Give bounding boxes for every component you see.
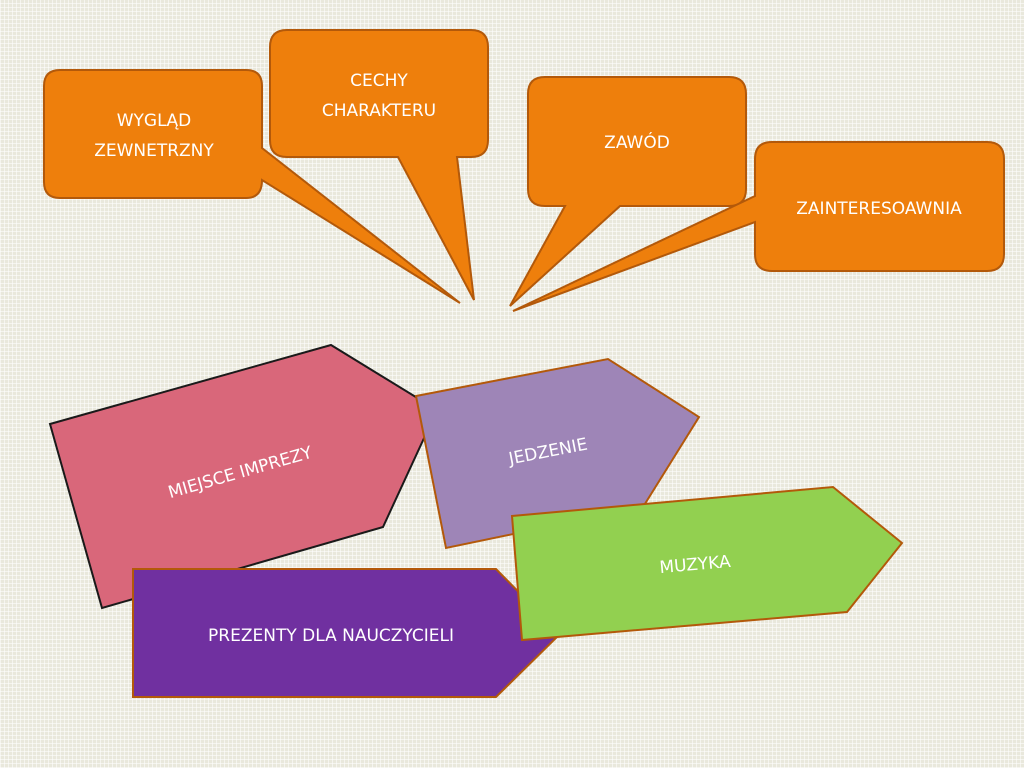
callout-cechy-shape <box>269 29 489 301</box>
callout-zainteresowania-label: ZAINTERESOAWNIA <box>796 199 962 219</box>
arrow-muzyka: MUZYKA <box>510 485 904 642</box>
arrow-prezenty: PREZENTY DLA NAUCZYCIELI <box>132 568 562 698</box>
callout-cechy-line2: CHARAKTERU <box>322 101 436 121</box>
callout-zawod: ZAWÓD <box>509 76 747 307</box>
callout-wyglad-line1: WYGLĄD <box>117 111 192 131</box>
callout-wyglad-zewnetrzny: WYGLĄD ZEWNETRZNY <box>43 69 461 304</box>
arrow-miejsce-shape <box>48 343 439 610</box>
arrow-muzyka-shape <box>510 485 904 642</box>
callout-zawod-label: ZAWÓD <box>604 131 670 153</box>
arrow-prezenty-shape <box>132 568 562 698</box>
callout-cechy-charakteru: CECHY CHARAKTERU <box>269 29 489 301</box>
callout-zawod-shape <box>509 76 747 307</box>
callout-zainteresowania: ZAINTERESOAWNIA <box>512 141 1005 312</box>
arrow-jedzenie-shape <box>414 357 701 550</box>
callout-wyglad-line2: ZEWNETRZNY <box>94 141 214 161</box>
arrow-jedzenie: JEDZENIE <box>414 357 701 550</box>
callout-zainteresowania-shape <box>512 141 1005 312</box>
arrow-miejsce-imprezy: MIEJSCE IMPREZY <box>48 343 439 610</box>
callout-cechy-line1: CECHY <box>350 71 408 91</box>
arrow-prezenty-label: PREZENTY DLA NAUCZYCIELI <box>208 626 454 646</box>
callout-wyglad-shape <box>43 69 461 304</box>
